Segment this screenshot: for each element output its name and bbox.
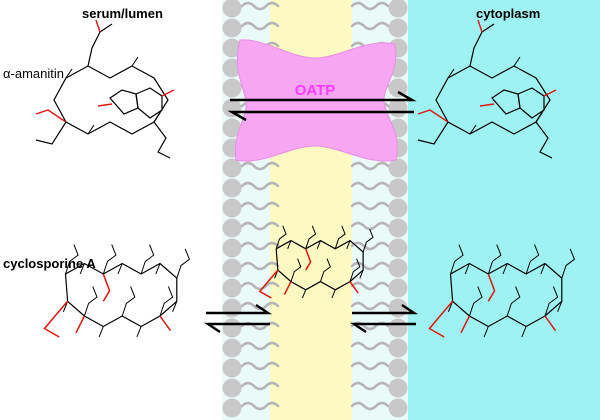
lipid-tail xyxy=(350,281,390,291)
lipid-head xyxy=(222,238,242,258)
lipid-tail xyxy=(350,381,390,391)
lipid-head xyxy=(222,298,242,318)
lipid-head xyxy=(222,278,242,298)
lipid-head xyxy=(222,0,242,18)
lipid-tail xyxy=(240,21,280,31)
lipid-tail xyxy=(350,361,390,371)
lipid-tail xyxy=(240,241,280,251)
oatp-label: OATP xyxy=(294,82,336,99)
lipid-tail xyxy=(350,21,390,31)
cyclosporine-structure-cytoplasm xyxy=(428,244,576,338)
lipid-head xyxy=(388,98,408,118)
lipid-tail xyxy=(240,161,280,171)
lipid-head xyxy=(222,78,242,98)
lipid-tail xyxy=(240,361,280,371)
lipid-head xyxy=(222,218,242,238)
lipid-tail xyxy=(350,401,390,411)
lipid-head xyxy=(388,238,408,258)
lipid-tail xyxy=(240,1,280,11)
equilibrium-arrow-bottom-right xyxy=(349,303,419,334)
lipid-head xyxy=(222,158,242,178)
lipid-head xyxy=(222,178,242,198)
lipid-tail xyxy=(240,261,280,271)
lipid-tail xyxy=(350,301,390,311)
alpha-amanitin-structure-serum xyxy=(35,19,175,159)
lipid-head xyxy=(222,338,242,358)
lipid-tail xyxy=(350,341,390,351)
lipid-head xyxy=(222,318,242,338)
lipid-tail xyxy=(240,181,280,191)
lipid-tail xyxy=(240,201,280,211)
lipid-head xyxy=(388,78,408,98)
lipid-tail xyxy=(240,221,280,231)
lipid-head xyxy=(222,398,242,418)
lipid-tail xyxy=(350,201,390,211)
lipid-tail xyxy=(350,1,390,11)
lipid-tail xyxy=(350,241,390,251)
lipid-head xyxy=(222,378,242,398)
lipid-head xyxy=(388,158,408,178)
cytoplasm-title: cytoplasm xyxy=(476,6,541,21)
lipid-head xyxy=(388,258,408,278)
lipid-head xyxy=(388,318,408,338)
lipid-head xyxy=(388,198,408,218)
alpha-amanitin-structure-cytoplasm xyxy=(417,19,557,159)
serum-region xyxy=(0,0,222,420)
lipid-head xyxy=(388,278,408,298)
lipid-tail xyxy=(240,341,280,351)
lipid-head xyxy=(388,218,408,238)
lipid-head xyxy=(388,18,408,38)
equilibrium-arrow-bottom-left xyxy=(203,303,273,334)
lipid-head xyxy=(388,178,408,198)
equilibrium-arrow-top xyxy=(227,90,417,122)
alpha-amanitin-label: α-amanitin xyxy=(3,66,64,81)
lipid-head xyxy=(388,0,408,18)
lipid-head xyxy=(222,258,242,278)
lipid-head xyxy=(222,358,242,378)
lipid-tail xyxy=(240,401,280,411)
cyclosporine-a-label: cyclosporine A xyxy=(3,256,96,271)
lipid-head xyxy=(222,58,242,78)
lipid-head xyxy=(388,398,408,418)
lipid-head xyxy=(388,338,408,358)
lipid-head xyxy=(222,198,242,218)
serum-lumen-title: serum/lumen xyxy=(82,6,163,21)
lipid-head xyxy=(222,118,242,138)
lipid-head xyxy=(222,38,242,58)
lipid-tail xyxy=(240,381,280,391)
lipid-tail xyxy=(350,181,390,191)
lipid-tail xyxy=(350,161,390,171)
cyclosporine-structure-membrane xyxy=(258,225,374,299)
lipid-bilayer xyxy=(222,0,408,418)
lipid-head xyxy=(388,358,408,378)
cyclosporine-structure-serum xyxy=(43,244,191,338)
lipid-head xyxy=(222,18,242,38)
cytoplasm-region xyxy=(408,0,600,420)
lipid-head xyxy=(388,378,408,398)
lipid-tail xyxy=(240,281,280,291)
